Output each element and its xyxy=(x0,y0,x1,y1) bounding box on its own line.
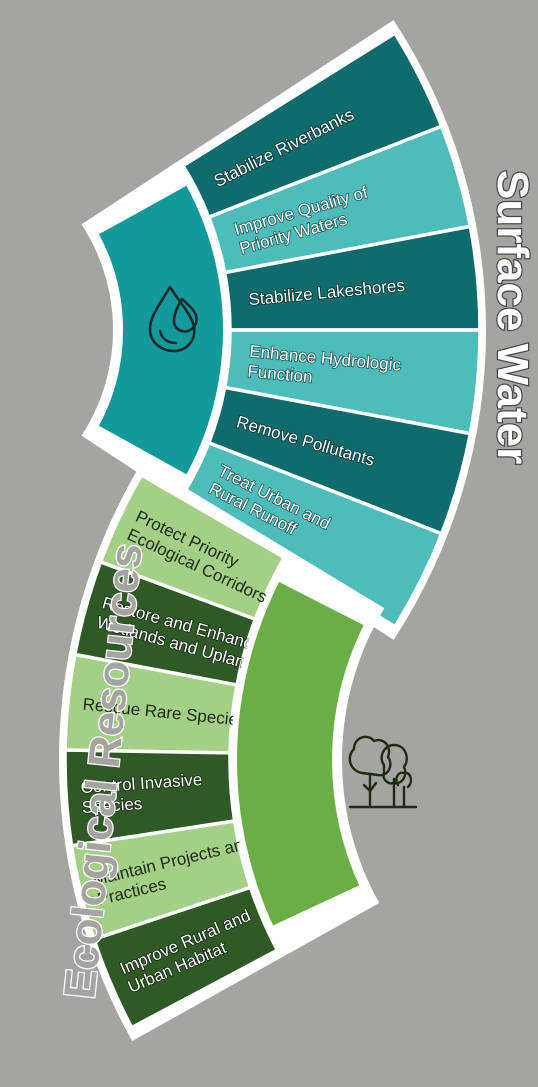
eco-hub xyxy=(231,573,372,934)
segment-treat-urban-and-rural-runoff xyxy=(180,440,444,630)
water-drops-icon xyxy=(148,285,198,353)
segment-improve-rural-and-urban-habitat xyxy=(91,885,280,1030)
trees-icon xyxy=(348,735,418,809)
surface-water-title: Surface Water xyxy=(488,170,537,464)
